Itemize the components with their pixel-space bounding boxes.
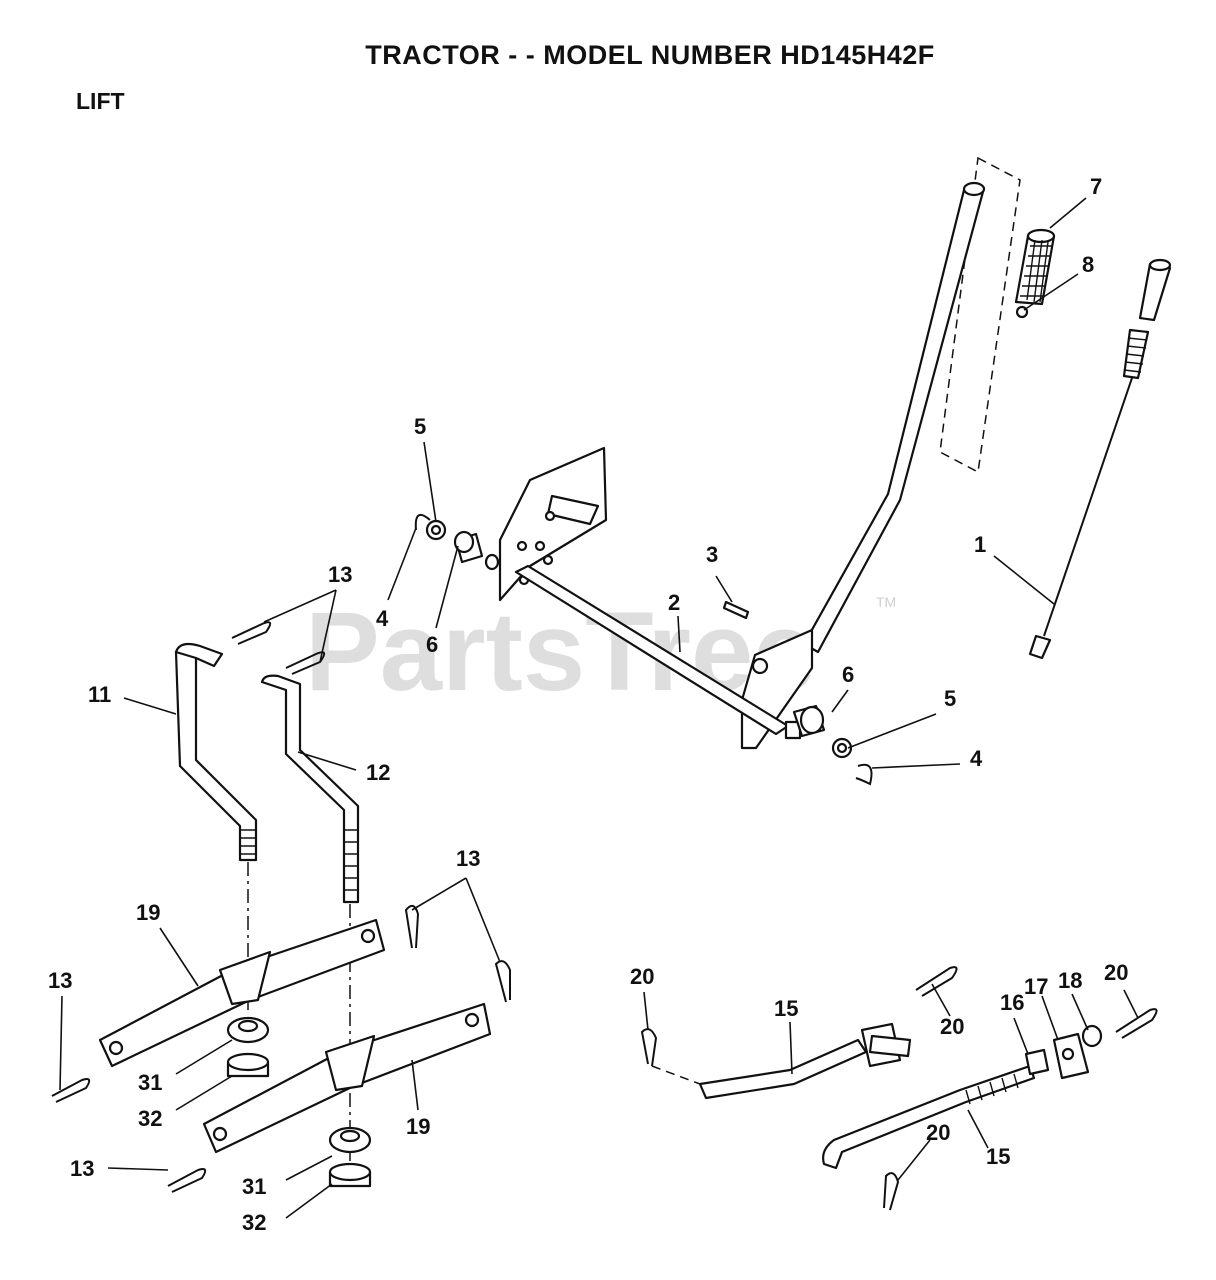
- callout-31: 31: [242, 1174, 266, 1199]
- callout-13: 13: [70, 1156, 94, 1181]
- callout-15: 15: [986, 1144, 1010, 1169]
- callout-2: 2: [668, 590, 680, 615]
- callout-11: 11: [88, 682, 111, 707]
- spacer-upper: [226, 1016, 270, 1044]
- callout-19: 19: [406, 1114, 430, 1139]
- leader-lines: [59, 197, 1139, 1219]
- callout-32: 32: [138, 1106, 162, 1131]
- callout-32: 32: [242, 1210, 266, 1235]
- bushing-top: [453, 530, 484, 564]
- clip-top: [414, 513, 431, 531]
- hairpin-clips-arms: [51, 904, 511, 1193]
- washer-top: [425, 519, 447, 541]
- lift-link-right: [260, 674, 360, 904]
- lift-shaft: [484, 553, 802, 740]
- bushing-bottom: [792, 704, 826, 738]
- nut-lower: [328, 1162, 372, 1188]
- callout-31: 31: [138, 1070, 162, 1095]
- lift-link-left: [174, 642, 258, 862]
- link-rod-lower: [822, 1064, 1036, 1170]
- cotter-pin: [722, 600, 750, 620]
- callout-17: 17: [1024, 974, 1048, 999]
- callout-labels: 7 8 1 5 4 6 3 2 13 11 12 6 5 4 13 19 13 …: [48, 174, 1128, 1235]
- callout-3: 3: [706, 542, 718, 567]
- washer-bottom: [831, 737, 853, 759]
- callout-12: 12: [366, 760, 390, 785]
- callout-15: 15: [774, 996, 798, 1021]
- diagram-title: TRACTOR - - MODEL NUMBER HD145H42F: [365, 40, 935, 70]
- callout-20: 20: [630, 964, 654, 989]
- lift-arm-lower: [202, 1002, 492, 1154]
- callout-19: 19: [136, 900, 160, 925]
- spacer-lower: [328, 1126, 372, 1154]
- callout-13: 13: [48, 968, 72, 993]
- callout-5: 5: [414, 414, 426, 439]
- lift-arm-upper: [98, 918, 386, 1068]
- callout-13: 13: [328, 562, 352, 587]
- callout-16: 16: [1000, 990, 1024, 1015]
- callout-1: 1: [974, 532, 986, 557]
- callout-8: 8: [1082, 252, 1094, 277]
- trunnion-parts: [1024, 1024, 1103, 1080]
- nut-upper: [226, 1052, 270, 1078]
- link-rod-upper: [651, 1022, 912, 1100]
- lift-cable: [1028, 258, 1172, 660]
- handle-grip: [1014, 228, 1056, 319]
- callout-6: 6: [426, 632, 438, 657]
- callout-18: 18: [1058, 968, 1082, 993]
- callout-6: 6: [842, 662, 854, 687]
- lift-handle: [740, 156, 1021, 750]
- callout-5: 5: [944, 686, 956, 711]
- callout-20: 20: [940, 1014, 964, 1039]
- callout-20: 20: [926, 1120, 950, 1145]
- clip-bottom: [855, 763, 873, 786]
- hairpin-clips-right: [640, 966, 1158, 1211]
- callout-4: 4: [376, 606, 389, 631]
- section-label: LIFT: [76, 88, 125, 114]
- callout-20: 20: [1104, 960, 1128, 985]
- lift-bracket: [498, 446, 608, 602]
- callout-13: 13: [456, 846, 480, 871]
- watermark-trademark: TM: [876, 594, 896, 610]
- callout-7: 7: [1090, 174, 1102, 199]
- callout-4: 4: [970, 746, 983, 771]
